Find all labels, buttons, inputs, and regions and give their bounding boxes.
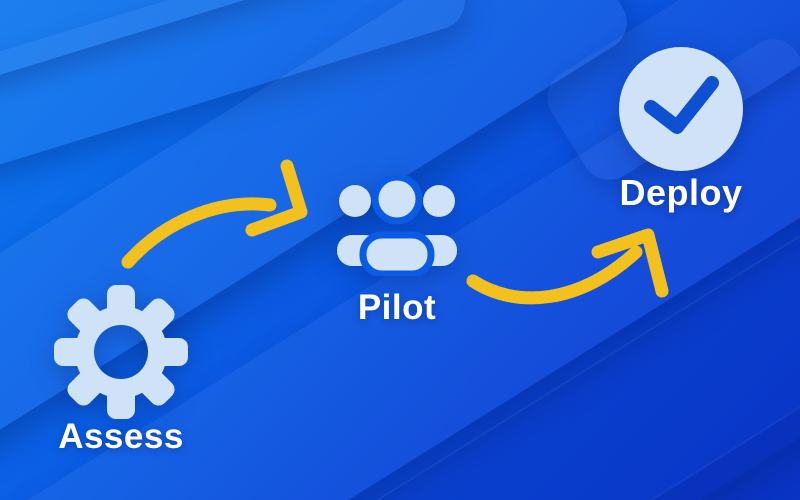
check-circle-icon [619, 47, 743, 171]
step-deploy-label: Deploy [619, 172, 743, 213]
step-assess: Assess [53, 284, 189, 456]
gear-icon [54, 285, 188, 419]
arrow-assess-to-pilot [121, 159, 308, 269]
step-deploy: Deploy [618, 46, 744, 213]
background-stripe [434, 233, 800, 500]
step-assess-label: Assess [58, 417, 184, 456]
people-icon [337, 176, 457, 276]
step-pilot: Pilot [333, 176, 461, 327]
background-stripe [0, 0, 421, 110]
arrow-pilot-to-deploy [466, 228, 669, 305]
step-pilot-label: Pilot [357, 288, 437, 327]
